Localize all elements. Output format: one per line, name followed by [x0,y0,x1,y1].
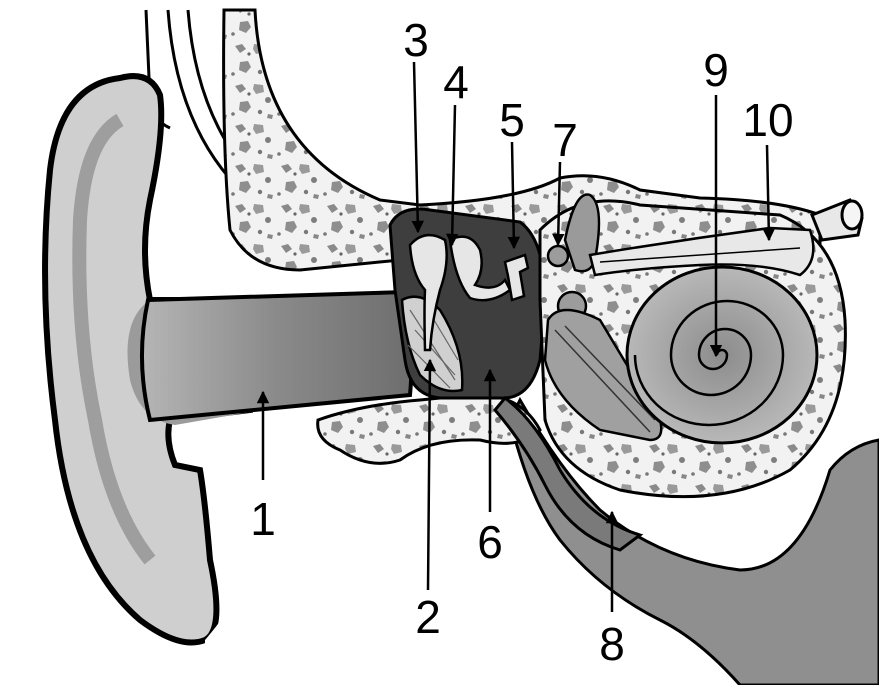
vestibular-passage [543,308,663,442]
label-2: 2 [415,591,441,643]
label-1: 1 [250,493,276,545]
leader-7 [552,161,565,247]
auditory-nerve [588,226,815,277]
label-9: 9 [703,44,729,96]
label-10: 10 [742,94,793,146]
cochlea [625,265,819,445]
vestibule-utricle [546,244,570,268]
leader-10 [762,144,776,242]
label-7: 7 [552,114,578,166]
leader-3 [411,61,424,234]
eustachian-tube [493,395,644,552]
leader-lines [256,61,776,612]
stapes [503,253,530,302]
label-8: 8 [599,618,625,670]
pinna-inner-fold [72,113,156,565]
leader-5 [507,141,521,250]
label-6: 6 [477,516,503,568]
passage-lines [554,325,656,433]
leader-2 [423,358,437,591]
leader-4 [445,104,459,247]
label-3: 3 [403,14,429,66]
incus [448,235,512,302]
malleus [408,233,448,352]
label-5: 5 [499,94,525,146]
semicircular-canal [563,193,601,273]
number-labels: 1 2 3 4 5 6 7 8 9 10 [250,14,793,670]
nerve-end [840,199,864,231]
label-4: 4 [443,56,469,108]
